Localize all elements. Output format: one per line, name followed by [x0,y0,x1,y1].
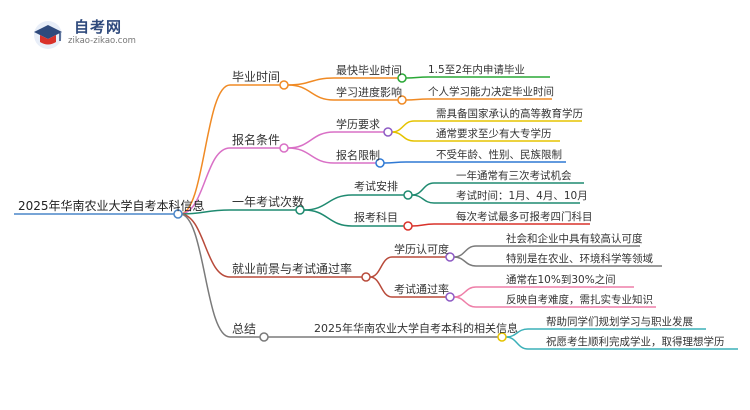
leaf-no-restrictions: 不受年龄、性别、民族限制 [436,149,562,161]
branch-1-node-0-leaf-0-edge [391,120,415,133]
node-degree-recognition: 学历认可度 [394,243,449,256]
node-exam-pass-rate: 考试通过率 [394,283,449,296]
branch-3-node-dot [361,272,371,282]
leaf-college-degree: 通常要求至少有大专学历 [436,128,552,140]
node-enrollment-limits: 报名限制 [336,149,380,162]
branch-3-node-0-leaf-1-edge [453,256,477,267]
site-logo: 自考网 zikao-zikao.com [30,12,170,52]
leaf-agri-env-fields: 特别是在农业、环境科学等领域 [506,253,653,265]
branch-2-node-1-leaf-0-edge [411,223,435,227]
branch-0-to-node-1-edge [287,84,335,101]
branch-1-node-dot [279,143,289,153]
branch-1-node-0-leaf-1-edge [391,131,415,142]
logo-title: 自考网 [74,18,123,36]
branch-2-to-node-1-edge [303,209,353,227]
branch-1-node-0-dot [383,127,393,137]
leaf-exam-months: 考试时间：1月、4月、10月 [456,190,588,202]
branch-0-node-dot [279,80,289,90]
node-summary-info: 2025年华南农业大学自考本科的相关信息 [314,322,518,335]
branch-2-node-0-leaf-1-edge [411,194,435,204]
leaf-four-subjects: 每次考试最多可报考四门科目 [456,211,593,223]
leaf-three-exams: 一年通常有三次考试机会 [456,170,572,182]
branch-4-node-0-dot [497,332,507,342]
node-exam-schedule: 考试安排 [354,180,398,193]
branch-summary: 总结 [232,322,257,336]
leaf-ability-decides: 个人学习能力决定毕业时间 [428,86,554,98]
branch-2-node-dot [295,205,305,215]
branch-graduation-time: 毕业时间 [232,70,281,84]
leaf-pass-rate-range: 通常在10%到30%之间 [506,274,616,286]
branch-3-node-1-leaf-0-edge [453,286,477,298]
leaf-good-wishes: 祝愿考生顺利完成学业，取得理想学历 [546,336,725,348]
branch-1-to-node-1-edge [287,147,335,164]
branch-1-to-node-0-edge [287,131,335,149]
root-node-dot [173,209,183,219]
leaf-plan-career: 帮助同学们规划学习与职业发展 [546,316,693,328]
node-exam-subjects: 报考科目 [354,211,398,224]
root-to-branch-2-edge [179,209,231,215]
root-to-branch-1-edge [179,147,231,215]
branch-3-node-1-dot [445,292,455,302]
branch-0-node-0-dot [397,73,407,83]
branch-1-node-1-leaf-0-edge [383,161,407,164]
branch-0-node-1-leaf-0-edge [405,98,429,101]
graduation-cap-logo-icon [34,21,62,49]
branch-1-node-1-dot [375,158,385,168]
leaf-recognized-education: 需具备国家承认的高等教育学历 [436,108,583,120]
root-to-branch-0-edge [179,84,231,215]
branch-exams-per-year: 一年考试次数 [232,195,305,209]
branch-3-to-node-0-edge [369,256,393,278]
branch-employment-pass-rate: 就业前景与考试通过率 [232,262,353,276]
root-to-branch-4-edge [179,213,231,338]
branch-0-node-1-dot [397,95,407,105]
node-education-requirement: 学历要求 [336,118,380,131]
branch-4-node-dot [259,332,269,342]
logo-url: zikao-zikao.com [68,36,136,46]
leaf-exam-difficulty: 反映自考难度，需扎实专业知识 [506,294,653,306]
leaf-graduation-period: 1.5至2年内申请毕业 [428,64,525,76]
branch-2-node-1-dot [403,221,413,231]
branch-enrollment-conditions: 报名条件 [232,133,281,147]
node-study-progress: 学习进度影响 [336,86,402,99]
branch-0-to-node-0-edge [287,77,335,86]
root-to-branch-3-edge [179,213,231,278]
branch-2-to-node-0-edge [303,194,353,211]
node-fastest-graduation: 最快毕业时间 [336,64,402,77]
branch-0-node-0-leaf-0-edge [405,76,429,79]
branch-3-to-node-1-edge [369,276,393,298]
branch-2-node-0-leaf-0-edge [411,182,435,196]
branch-3-node-1-leaf-1-edge [453,296,477,308]
branch-3-node-0-leaf-0-edge [453,245,477,258]
branch-2-node-0-dot [403,190,413,200]
root-label: 2025年华南农业大学自考本科信息 [18,199,205,213]
branch-3-node-0-dot [445,252,455,262]
branch-4-node-0-leaf-1-edge [505,336,529,350]
leaf-high-recognition: 社会和企业中具有较高认可度 [506,233,643,245]
